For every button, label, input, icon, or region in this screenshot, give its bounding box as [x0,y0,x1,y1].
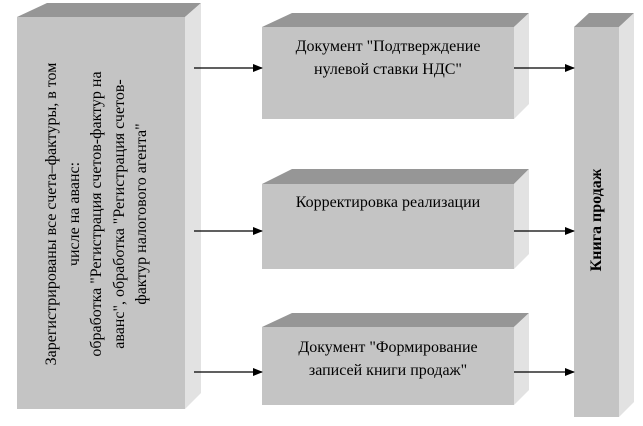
process-box-2-line-1: Корректировка реализации [295,194,481,211]
process-box-3-label: Документ "Формирование записей книги про… [262,336,514,382]
source-box-line-4: аванс", обработка "Регистрация счетов- [110,79,128,349]
process-box-3-side-face [514,313,529,405]
target-box-side-face [619,13,634,417]
process-box-1-label: Документ "Подтверждение нулевой ставки Н… [262,35,514,81]
target-box-front-face [574,27,619,417]
source-box-line-3: обработка "Регистрация счетов-фактур на [88,71,105,357]
process-box-1-top-face [262,13,529,27]
source-box [17,3,201,409]
target-box-top-face [574,13,634,27]
process-box-3-line-1: Документ "Формирование [298,339,478,356]
process-box-2-front-face [262,184,514,269]
target-box-label: Книга продаж [586,150,608,290]
target-box-title: Книга продаж [588,168,605,272]
process-box-1-side-face [514,13,529,119]
source-box-side-face [185,3,201,409]
process-box-1-front-face [262,27,514,119]
process-box-1 [262,13,529,119]
source-box-label: Зарегистрированы все счета–фактуры, в то… [41,18,161,410]
target-box [574,13,634,417]
process-box-2 [262,169,529,269]
process-box-3 [262,313,529,405]
process-box-3-top-face [262,313,529,327]
process-box-2-label: Корректировка реализации [262,191,514,214]
process-box-2-top-face [262,169,529,184]
process-box-1-line-1: Документ "Подтверждение [295,38,481,55]
process-box-1-line-2: нулевой ставки НДС" [314,61,462,78]
process-box-3-line-2: записей книги продаж" [308,362,468,379]
source-box-front-face [17,17,185,409]
process-box-2-side-face [514,169,529,269]
process-box-3-front-face [262,327,514,405]
source-box-top-face [17,3,201,17]
source-box-line-2: числе на аванс: [65,161,83,267]
source-box-line-5: фактур налогового агента" [133,123,150,305]
source-box-line-1: Зарегистрированы все счета–фактуры, в то… [43,62,60,366]
